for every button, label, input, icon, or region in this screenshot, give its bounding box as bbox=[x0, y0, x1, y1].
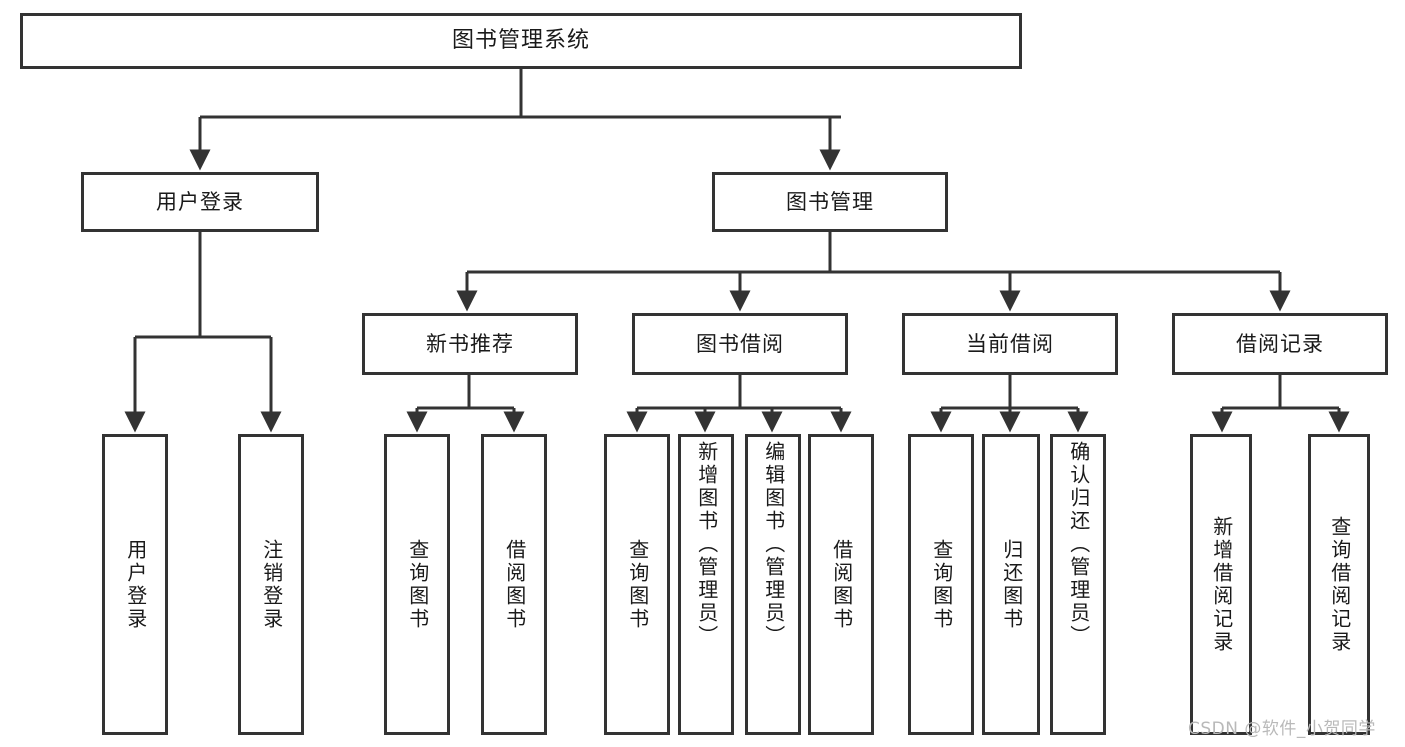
node-leaf-query-book-recommend[interactable]: 查询图书 bbox=[384, 434, 450, 735]
node-leaf-logout[interactable]: 注销登录 bbox=[238, 434, 304, 735]
node-label: 新书推荐 bbox=[426, 331, 514, 356]
node-leaf-return-book[interactable]: 归还图书 bbox=[982, 434, 1040, 735]
node-label: 归还图书 bbox=[999, 538, 1024, 631]
node-leaf-add-book[interactable]: 新增图书（管理员） bbox=[678, 434, 734, 735]
node-label: 编辑图书（管理员） bbox=[761, 441, 786, 648]
node-label: 图书管理系统 bbox=[451, 27, 590, 53]
node-current-borrow[interactable]: 当前借阅 bbox=[902, 313, 1118, 375]
node-label: 查询图书 bbox=[405, 538, 430, 631]
node-label: 借阅图书 bbox=[829, 538, 854, 631]
node-label: 当前借阅 bbox=[966, 331, 1054, 356]
node-label: 查询图书 bbox=[625, 538, 650, 631]
node-book-manage[interactable]: 图书管理 bbox=[712, 172, 948, 232]
node-label: 用户登录 bbox=[156, 189, 244, 214]
watermark-text: CSDN @软件_小贺同学 bbox=[1188, 719, 1376, 739]
node-label: 新增图书（管理员） bbox=[694, 441, 719, 648]
node-leaf-query-borrow-record[interactable]: 查询借阅记录 bbox=[1308, 434, 1370, 735]
node-label: 图书借阅 bbox=[696, 331, 784, 356]
node-leaf-borrow-book[interactable]: 借阅图书 bbox=[808, 434, 874, 735]
node-leaf-query-book-borrow[interactable]: 查询图书 bbox=[604, 434, 670, 735]
node-root-system[interactable]: 图书管理系统 bbox=[20, 13, 1022, 69]
node-user-login[interactable]: 用户登录 bbox=[81, 172, 319, 232]
node-leaf-confirm-return[interactable]: 确认归还（管理员） bbox=[1050, 434, 1106, 735]
node-leaf-edit-book[interactable]: 编辑图书（管理员） bbox=[745, 434, 801, 735]
node-label: 借阅记录 bbox=[1236, 331, 1324, 356]
node-label: 查询图书 bbox=[929, 538, 954, 631]
node-leaf-borrow-book-recommend[interactable]: 借阅图书 bbox=[481, 434, 547, 735]
node-label: 查询借阅记录 bbox=[1327, 515, 1352, 654]
node-leaf-query-book-current[interactable]: 查询图书 bbox=[908, 434, 974, 735]
node-label: 新增借阅记录 bbox=[1209, 515, 1234, 654]
node-borrow-record[interactable]: 借阅记录 bbox=[1172, 313, 1388, 375]
node-leaf-user-login[interactable]: 用户登录 bbox=[102, 434, 168, 735]
node-new-book-recommend[interactable]: 新书推荐 bbox=[362, 313, 578, 375]
node-label: 用户登录 bbox=[123, 538, 148, 631]
node-label: 注销登录 bbox=[259, 538, 284, 631]
node-leaf-add-borrow-record[interactable]: 新增借阅记录 bbox=[1190, 434, 1252, 735]
node-book-borrow[interactable]: 图书借阅 bbox=[632, 313, 848, 375]
node-label: 借阅图书 bbox=[502, 538, 527, 631]
node-label: 确认归还（管理员） bbox=[1066, 441, 1091, 648]
node-label: 图书管理 bbox=[786, 189, 874, 214]
